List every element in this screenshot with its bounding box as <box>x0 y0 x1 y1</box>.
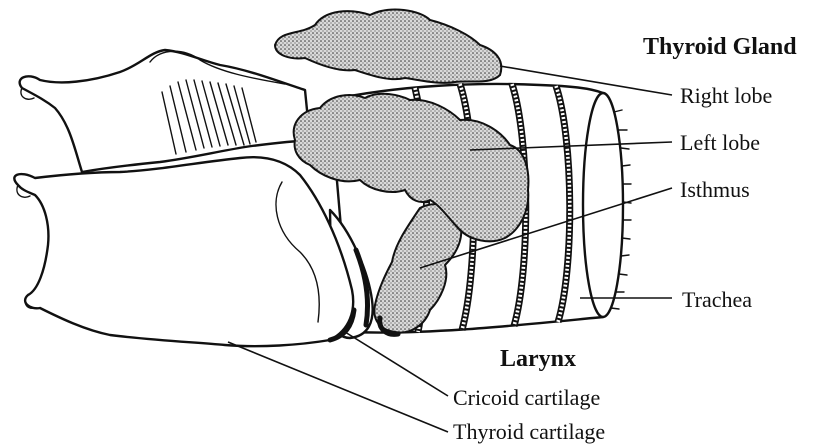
label-larynx: Larynx <box>500 346 576 372</box>
larynx-upper-shape <box>20 50 310 172</box>
label-trachea: Trachea <box>682 287 752 312</box>
thyroid-cartilage <box>14 157 354 346</box>
diagram-title: Thyroid Gland <box>643 34 797 60</box>
larynx-upper <box>20 50 310 172</box>
label-cricoid-cartilage: Cricoid cartilage <box>453 385 600 410</box>
label-isthmus: Isthmus <box>680 177 750 202</box>
label-right-lobe: Right lobe <box>680 83 772 108</box>
right-lobe-shape <box>275 10 501 83</box>
leader-line-thyroid-cartilage <box>228 342 448 432</box>
label-left-lobe: Left lobe <box>680 130 760 155</box>
leader-line-cricoid <box>345 332 448 396</box>
label-thyroid-cartilage: Thyroid cartilage <box>453 419 605 444</box>
thyroid-cartilage-shape <box>14 157 353 346</box>
